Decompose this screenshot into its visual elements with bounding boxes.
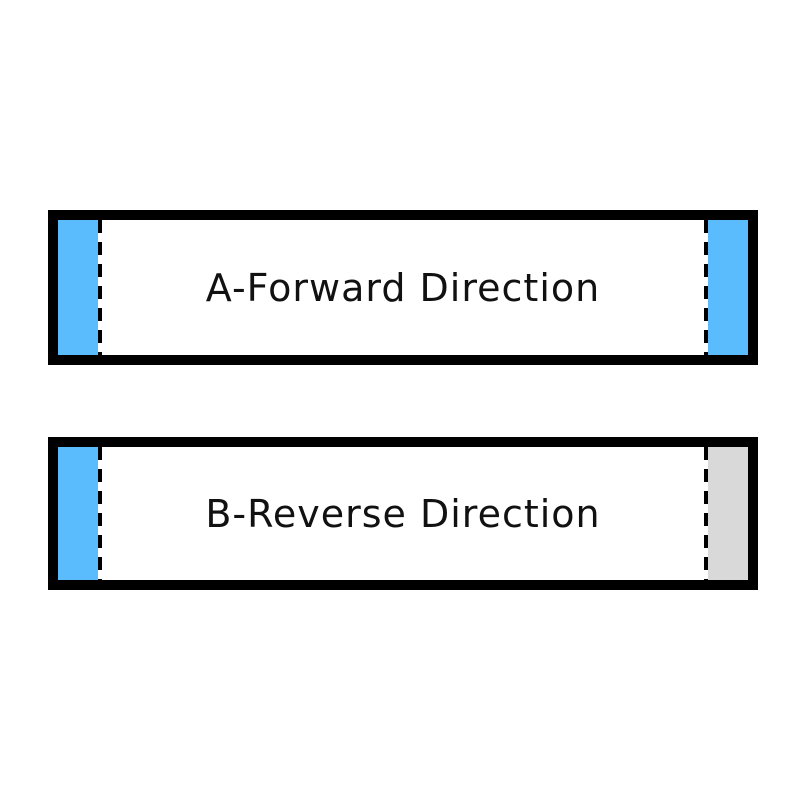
strip-label: A-Forward Direction xyxy=(205,265,601,310)
right-end-panel xyxy=(708,220,748,355)
right-dashed-line xyxy=(704,220,708,355)
left-end-panel xyxy=(58,220,98,355)
forward-direction-strip: A-Forward Direction xyxy=(48,210,758,365)
right-end-panel xyxy=(708,447,748,580)
left-dashed-line xyxy=(98,220,102,355)
right-dashed-line xyxy=(704,447,708,580)
strip-label: B-Reverse Direction xyxy=(205,491,601,536)
left-dashed-line xyxy=(98,447,102,580)
reverse-direction-strip: B-Reverse Direction xyxy=(48,437,758,590)
left-end-panel xyxy=(58,447,98,580)
